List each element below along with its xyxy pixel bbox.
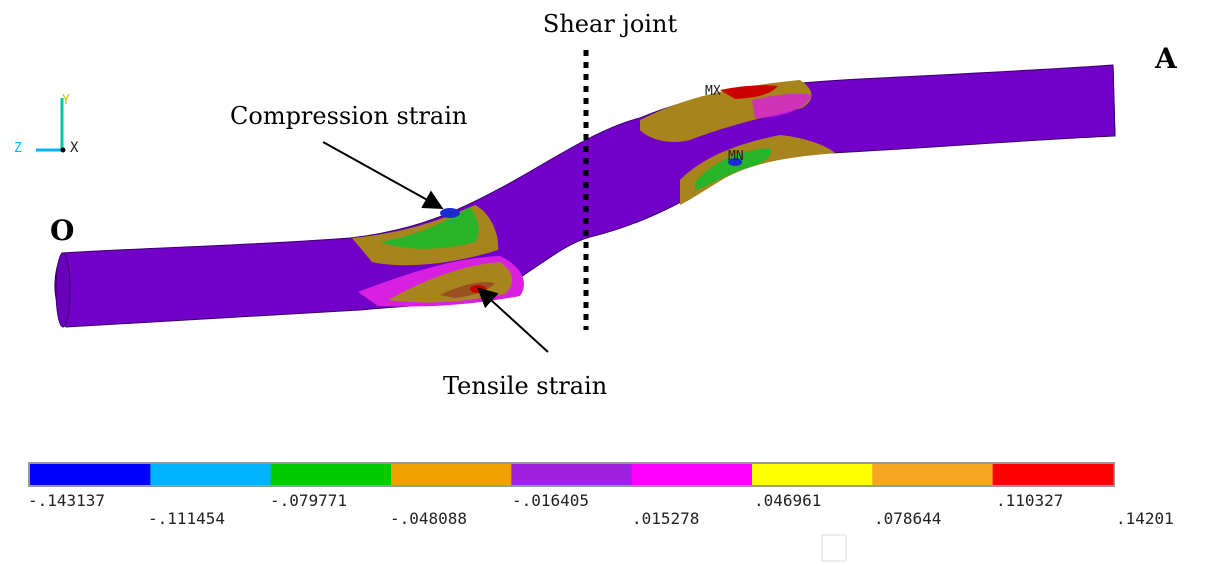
tensile-arrow [477, 287, 549, 353]
shear-joint-label: Shear joint [543, 10, 678, 38]
legend-swatch-1 [30, 464, 151, 485]
lower-right-green-zone [695, 148, 771, 190]
legend-bottom-label-4: .078644 [874, 509, 941, 528]
legend-bottom-label-5: .14201 [1116, 509, 1174, 528]
legend-swatch-8 [872, 464, 994, 485]
legend-swatch-7 [752, 464, 873, 485]
legend-top-labels: -.143137 -.079771 -.016405 .046961 .110327 [28, 491, 1063, 510]
triad-y-label: Y [62, 93, 70, 108]
legend-bottom-labels: -.111454 -.048088 .015278 .078644 .14201 [148, 509, 1174, 528]
compression-arrow [322, 141, 444, 209]
upper-right-olive-zone [640, 80, 812, 142]
triad-z-label: Z [14, 141, 22, 156]
min-marker-label: MN [728, 149, 744, 164]
legend-swatch-4 [391, 464, 512, 485]
pipe-end-a [1112, 64, 1116, 137]
coordinate-triad: Y Z X [14, 93, 79, 156]
legend-top-label-2: -.079771 [270, 491, 347, 510]
pipe-end-face-o [55, 252, 71, 328]
max-marker-label: MX [705, 84, 721, 99]
end-label-a: A [1154, 42, 1178, 75]
legend-top-label-4: .046961 [754, 491, 821, 510]
legend-bottom-label-1: -.111454 [148, 509, 225, 528]
end-label-o: O [50, 214, 74, 247]
triad-x-label: X [70, 140, 79, 156]
max-strain-zone [720, 85, 778, 99]
legend-bottom-label-3: .015278 [632, 509, 699, 528]
legend-color-bar [28, 462, 1115, 487]
legend-top-label-1: -.143137 [28, 491, 105, 510]
legend-top-label-3: -.016405 [512, 491, 589, 510]
min-strain-zone [728, 158, 742, 166]
legend-bottom-label-2: -.048088 [390, 509, 467, 528]
legend-swatch-2 [150, 464, 272, 485]
legend-top-label-5: .110327 [996, 491, 1063, 510]
upper-right-magenta-zone [752, 93, 812, 118]
compression-strain-label: Compression strain [230, 102, 467, 130]
lower-right-olive-zone [680, 135, 835, 205]
legend-swatch-9 [992, 464, 1114, 485]
legend-swatch-6 [631, 464, 753, 485]
legend-swatch-3 [270, 464, 392, 485]
legend-swatch-5 [511, 464, 633, 485]
compression-blue-zone [440, 208, 460, 218]
tensile-strain-label: Tensile strain [443, 372, 607, 400]
tensile-red-zone [470, 285, 486, 293]
triad-origin [60, 147, 66, 153]
stray-box [821, 534, 847, 562]
